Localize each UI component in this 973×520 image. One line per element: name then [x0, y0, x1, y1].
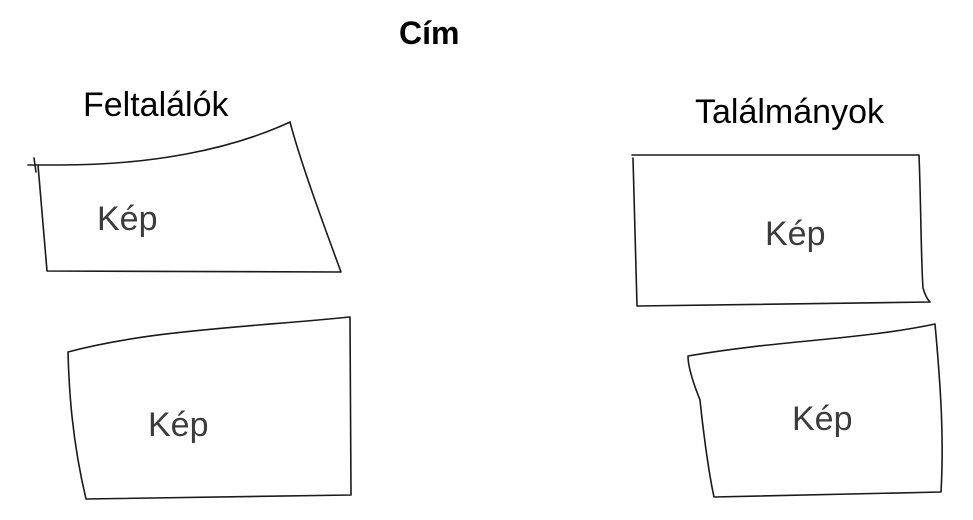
inventor-image-box-top [27, 121, 342, 273]
invention-image-placeholder-top: Kép [765, 215, 826, 253]
inventors-heading: Feltalálók [83, 86, 229, 124]
inventor-image-placeholder-bottom: Kép [148, 406, 209, 444]
invention-image-placeholder-bottom: Kép [792, 400, 853, 438]
inventor-image-box-tick [33, 157, 37, 173]
inventions-heading: Találmányok [695, 93, 884, 131]
invention-image-box-top [631, 154, 931, 307]
inventor-image-placeholder-top: Kép [97, 200, 158, 238]
page-title: Cím [399, 15, 460, 51]
inventor-image-box-bottom [67, 316, 352, 500]
invention-image-box-bottom [687, 323, 943, 498]
